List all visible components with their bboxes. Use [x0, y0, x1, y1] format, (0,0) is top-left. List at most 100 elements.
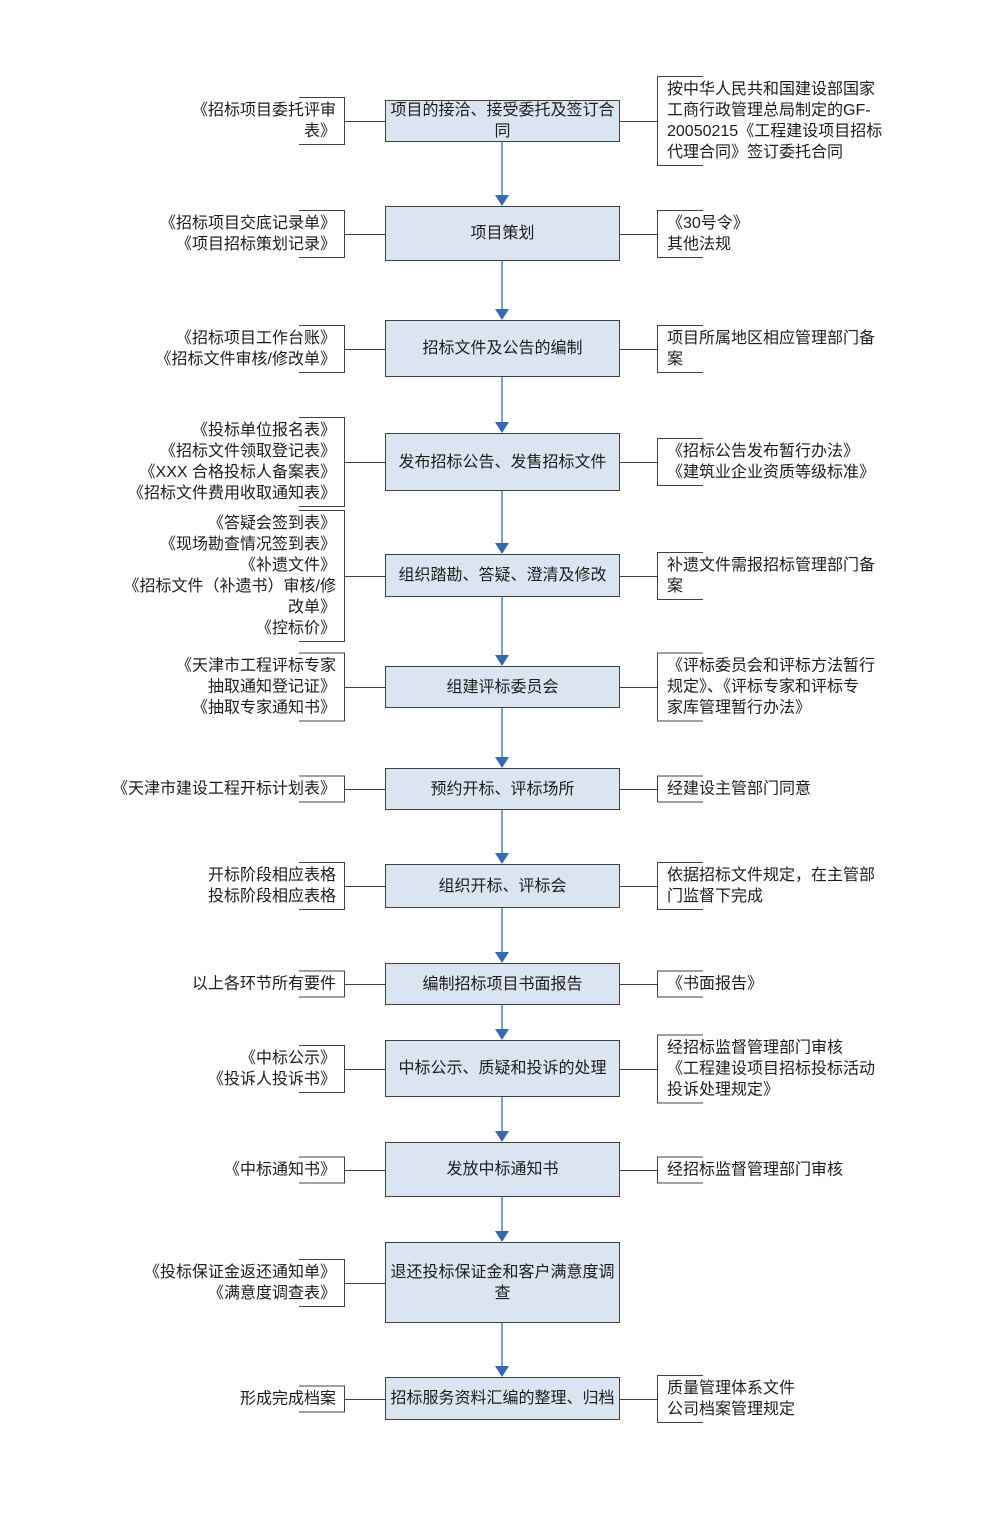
arrow-stem [501, 810, 503, 853]
right-connector-line [620, 789, 657, 790]
right-bracket-shape [657, 324, 703, 373]
left-doc-label-text: 《投标单位报名表》 《招标文件领取登记表》 《XXX 合格投标人备案表》 《招标… [127, 422, 336, 502]
flow-row-3: 《招标项目工作台账》 《招标文件审核/修改单》 招标文件及公告的编制 项目所属地… [0, 320, 1000, 377]
left-bracket-shape [299, 1156, 345, 1183]
left-doc-label-text: 《招标项目委托评审 表》 [191, 102, 336, 140]
flow-row-11: 《中标通知书》 发放中标通知书 经招标监督管理部门审核 [0, 1142, 1000, 1197]
left-doc-label: 《中标通知书》 [91, 1156, 345, 1183]
right-note-label-text: 《30号令》 其他法规 [667, 214, 749, 253]
right-connector-line [620, 984, 657, 985]
left-bracket-shape [299, 775, 345, 803]
arrow-stem [501, 261, 503, 309]
left-connector-line [345, 687, 385, 688]
down-arrow [494, 908, 510, 963]
left-doc-label-text: 《天津市建设工程开标计划表》 [111, 780, 336, 798]
right-note-label-text: 依据招标文件规定，在主管部 门监督下完成 [667, 867, 876, 905]
left-doc-label-text: 以上各环节所有要件 [191, 975, 336, 993]
right-bracket-shape [657, 1156, 703, 1183]
left-connector-line [345, 462, 385, 463]
left-doc-label: 形成完成档案 [91, 1385, 345, 1412]
right-bracket-shape [657, 862, 703, 910]
process-step-box: 组建评标委员会 [385, 666, 620, 708]
flow-row-8: 开标阶段相应表格 投标阶段相应表格 组织开标、评标会 依据招标文件规定，在主管部… [0, 862, 1000, 910]
right-note-label: 《招标公告发布暂行办法》 《建筑业企业资质等级标准》 [657, 438, 909, 486]
right-connector-line [620, 1398, 657, 1400]
down-arrow [494, 810, 510, 864]
flow-row-2: 《招标项目交底记录单》 《项目招标策划记录》 项目策划 《30号令》 其他法规 [0, 206, 1000, 261]
left-doc-label-text: 《中标通知书》 [223, 1161, 336, 1178]
left-doc-label: 《投标保证金返还通知单》 《满意度调查表》 [91, 1258, 345, 1307]
right-note-label: 《评标委员会和评标方法暂行 规定》、《评标专家和评标专 家库管理暂行办法》 [657, 652, 909, 722]
left-doc-label-text: 《中标公示》 《投诉人投诉书》 [207, 1049, 336, 1088]
down-arrow [494, 708, 510, 768]
left-doc-label: 《招标项目交底记录单》 《项目招标策划记录》 [91, 209, 345, 258]
left-connector-line [345, 1068, 385, 1070]
process-step-box: 项目的接洽、接受委托及签订合同 [385, 100, 620, 142]
right-bracket-shape [657, 775, 703, 803]
left-connector-line [345, 348, 385, 350]
process-step-box: 退还投标保证金和客户满意度调查 [385, 1242, 620, 1323]
right-note-label-text: 经招标监督管理部门审核 《工程建设项目招标投标活动 投诉处理规定》 [667, 1039, 876, 1098]
right-bracket-shape [657, 76, 703, 166]
left-doc-label-text: 开标阶段相应表格 投标阶段相应表格 [207, 867, 336, 905]
process-step-box: 发放中标通知书 [385, 1142, 620, 1197]
left-connector-line [345, 121, 385, 122]
process-step-box: 组织踏勘、答疑、澄清及修改 [385, 554, 620, 597]
process-step-text: 招标文件及公告的编制 [422, 340, 583, 357]
right-note-label-text: 经招标监督管理部门审核 [667, 1161, 844, 1178]
left-bracket-shape [299, 970, 345, 998]
arrow-head-icon [495, 655, 509, 666]
right-bracket-shape [657, 1374, 703, 1423]
left-connector-line [345, 886, 385, 887]
process-step-text: 发放中标通知书 [446, 1161, 559, 1178]
left-bracket-shape [299, 862, 345, 910]
arrow-head-icon [495, 543, 509, 554]
right-note-label-text: 补遗文件需报招标管理部门备 案 [667, 556, 876, 595]
arrow-head-icon [495, 422, 509, 433]
left-doc-label-text: 《招标项目交底记录单》 《项目招标策划记录》 [159, 214, 336, 253]
left-bracket-shape [299, 97, 345, 145]
arrow-stem [501, 1323, 503, 1366]
left-doc-label-text: 《投标保证金返还通知单》 《满意度调查表》 [143, 1263, 336, 1302]
arrow-head-icon [495, 309, 509, 320]
right-connector-line [620, 575, 657, 577]
right-note-label: 补遗文件需报招标管理部门备 案 [657, 551, 909, 600]
arrow-stem [501, 377, 503, 422]
arrow-head-icon [495, 195, 509, 206]
left-connector-line [345, 984, 385, 985]
left-bracket-shape [299, 509, 345, 642]
arrow-head-icon [495, 757, 509, 768]
arrow-head-icon [495, 1366, 509, 1377]
flow-row-12: 《投标保证金返还通知单》 《满意度调查表》 退还投标保证金和客户满意度调查 [0, 1242, 1000, 1323]
left-connector-line [345, 789, 385, 790]
right-bracket-shape [657, 1034, 703, 1103]
left-connector-line [345, 233, 385, 235]
left-bracket-shape [299, 324, 345, 373]
right-connector-line [620, 1169, 657, 1171]
left-doc-label: 以上各环节所有要件 [91, 970, 345, 998]
process-step-box: 招标服务资料汇编的整理、归档 [385, 1377, 620, 1420]
right-connector-line [620, 348, 657, 350]
arrow-stem [501, 597, 503, 655]
process-step-text: 组织踏勘、答疑、澄清及修改 [398, 567, 607, 584]
left-doc-label-text: 《天津市工程评标专家 抽取通知登记证》 《抽取专家通知书》 [175, 657, 336, 717]
arrow-stem [501, 491, 503, 543]
right-connector-line [620, 233, 657, 235]
left-bracket-shape [299, 417, 345, 507]
right-connector-line [620, 687, 657, 688]
process-step-text: 编制招标项目书面报告 [422, 975, 583, 993]
process-step-box: 组织开标、评标会 [385, 864, 620, 908]
left-doc-label-text: 《招标项目工作台账》 《招标文件审核/修改单》 [155, 329, 336, 368]
process-step-box: 编制招标项目书面报告 [385, 963, 620, 1005]
left-doc-label-text: 形成完成档案 [239, 1390, 336, 1407]
left-doc-label: 《天津市工程评标专家 抽取通知登记证》 《抽取专家通知书》 [91, 652, 345, 722]
down-arrow [494, 142, 510, 206]
process-step-box: 预约开标、评标场所 [385, 768, 620, 810]
process-step-text: 发布招标公告、发售招标文件 [398, 453, 607, 471]
down-arrow [494, 1323, 510, 1377]
right-bracket-shape [657, 438, 703, 486]
right-note-label-text: 项目所属地区相应管理部门备 案 [667, 329, 876, 368]
left-bracket-shape [299, 1044, 345, 1093]
arrow-head-icon [495, 1231, 509, 1242]
